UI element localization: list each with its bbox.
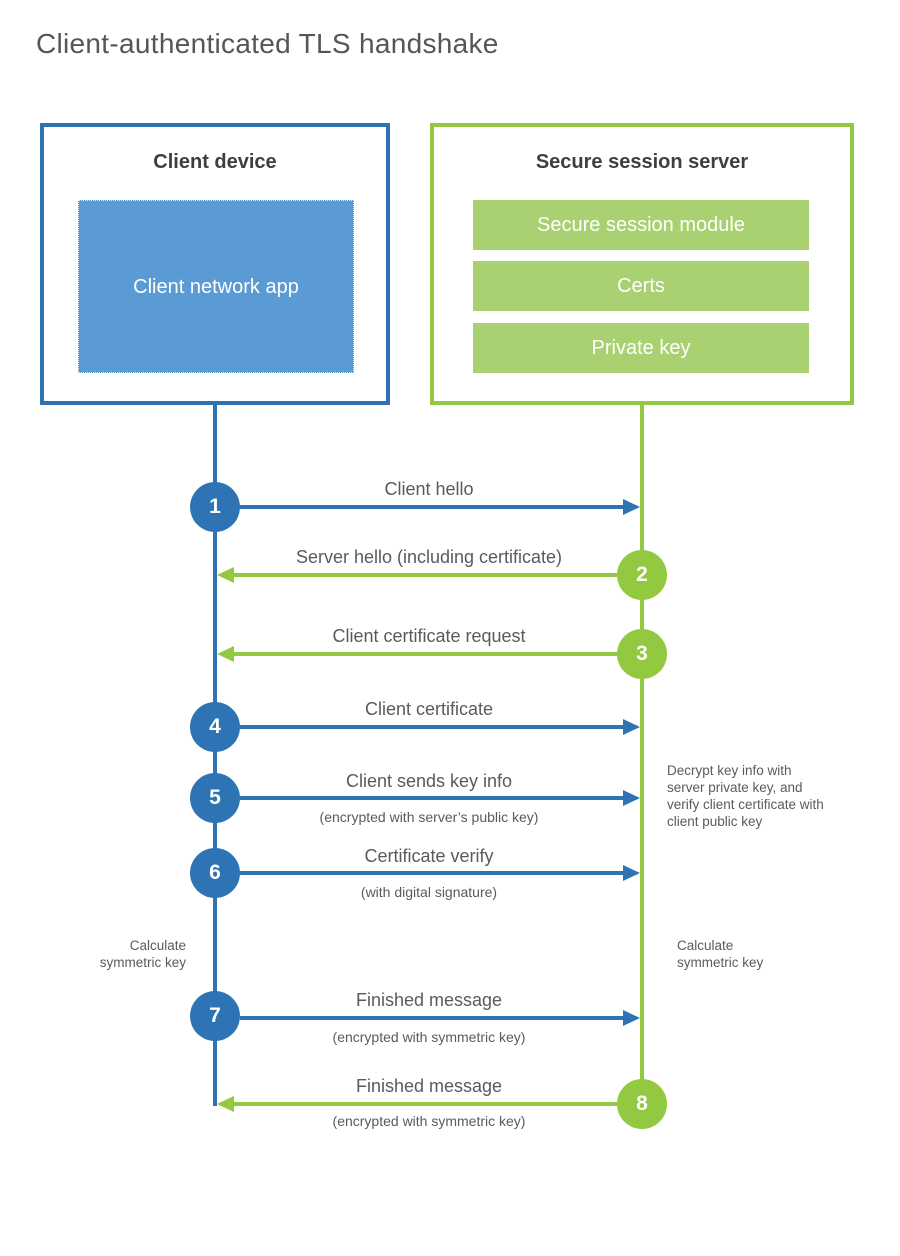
arrow-head-left-icon [217,567,234,583]
arrow-head-left-icon [217,1096,234,1112]
arrow-head-right-icon [623,865,640,881]
secure-session-server-title: Secure session server [535,151,749,173]
server-calculate-key-note: Calculate symmetric key [677,938,764,970]
arrow-head-right-icon [623,790,640,806]
step-4-arrow [240,719,640,735]
arrow-shaft [234,652,617,656]
secure-session-server-box: Secure session server Secure session mod… [430,123,854,405]
client-network-app-box: Client network app [78,200,354,373]
step-2-arrow [217,567,617,583]
arrow-shaft [240,1016,623,1020]
step-5-label: Client sends key info [345,771,513,791]
step-7-sublabel: (encrypted with symmetric key) [332,1029,526,1045]
step-6-badge: 6 [190,848,240,898]
arrow-shaft [240,871,623,875]
server-private-key-bar: Private key [473,323,809,373]
step-3-badge: 3 [617,629,667,679]
client-device-box: Client device Client network app [40,123,390,405]
arrow-shaft [240,725,623,729]
step-3-arrow [217,646,617,662]
server-decrypt-note: Decrypt key info with server private key… [667,763,824,829]
step-7-arrow [240,1010,640,1026]
step-4-badge: 4 [190,702,240,752]
page-title: Client-authenticated TLS handshake [36,28,499,59]
step-8-badge: 8 [617,1079,667,1129]
arrow-head-right-icon [623,719,640,735]
step-7-label: Finished message [355,990,503,1010]
step-1-label: Client hello [384,479,474,499]
arrow-shaft [240,796,623,800]
step-5-arrow [240,790,640,806]
client-calculate-key-note: Calculate symmetric key [99,938,186,970]
client-network-app-label: Client network app [133,275,299,298]
client-device-title: Client device [153,151,277,173]
arrow-head-right-icon [623,499,640,515]
step-8-sublabel: (encrypted with symmetric key) [332,1113,526,1129]
step-3-label: Client certificate request [332,626,526,646]
step-8-label: Finished message [355,1076,503,1096]
step-4-label: Client certificate [364,699,494,719]
step-6-arrow [240,865,640,881]
server-lifeline [640,405,644,1104]
step-8-arrow [217,1096,617,1112]
arrow-head-left-icon [217,646,234,662]
server-module-label: Secure session module [537,213,745,236]
step-2-label: Server hello (including certificate) [295,547,563,567]
arrow-shaft [234,573,617,577]
arrow-shaft [234,1102,617,1106]
arrow-head-right-icon [623,1010,640,1026]
server-private-key-label: Private key [591,336,691,359]
client-lifeline [213,405,217,1106]
step-2-badge: 2 [617,550,667,600]
step-1-arrow [240,499,640,515]
server-certs-bar: Certs [473,261,809,311]
server-module-bar: Secure session module [473,200,809,250]
step-7-badge: 7 [190,991,240,1041]
arrow-shaft [240,505,623,509]
step-5-badge: 5 [190,773,240,823]
server-certs-label: Certs [617,274,665,297]
step-1-badge: 1 [190,482,240,532]
step-5-sublabel: (encrypted with server’s public key) [319,809,539,825]
step-6-sublabel: (with digital signature) [360,884,498,900]
step-6-label: Certificate verify [364,846,494,866]
